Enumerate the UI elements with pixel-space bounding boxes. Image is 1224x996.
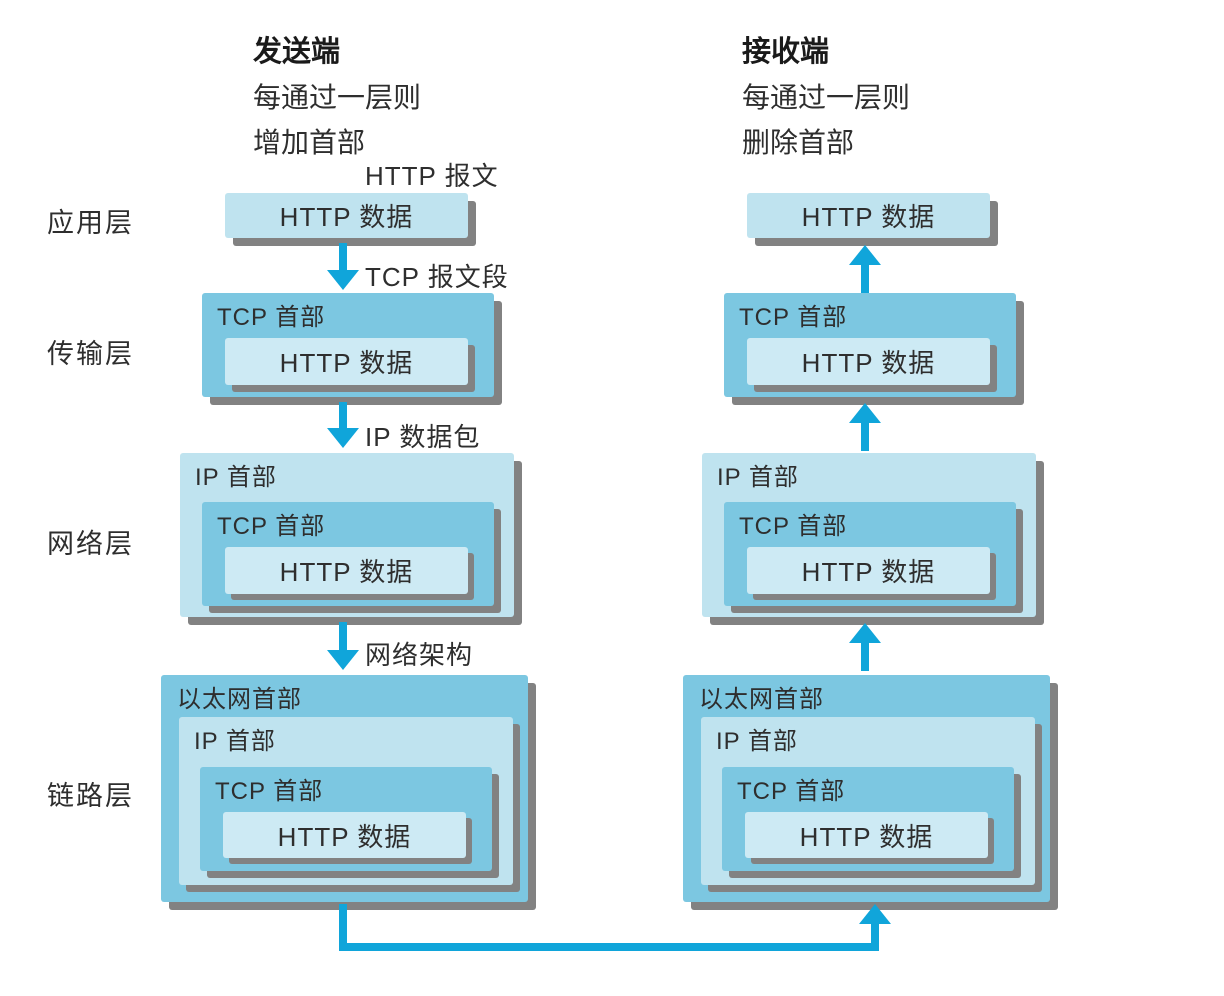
receiver-title: 接收端 — [742, 36, 830, 68]
receiver-subtitle-line1: 每通过一层则 — [742, 82, 911, 113]
sender-link-http-label: HTTP 数据 — [277, 821, 412, 852]
sender-transport-http-box: HTTP 数据 — [225, 338, 468, 385]
arrow-up-icon — [849, 623, 881, 643]
receiver-transport-tcp-box: TCP 首部 HTTP 数据 — [724, 293, 1016, 397]
sender-network-http-label: HTTP 数据 — [279, 557, 414, 587]
sender-link-ip-box: IP 首部 TCP 首部 HTTP 数据 — [179, 717, 513, 885]
sender-title: 发送端 — [253, 36, 341, 68]
arrow-shaft — [861, 264, 869, 293]
receiver-transport-tcp-label: TCP 首部 — [739, 304, 848, 331]
arrow-up-icon — [859, 904, 891, 924]
sender-link-ethernet-box: 以太网首部 IP 首部 TCP 首部 HTTP 数据 — [161, 675, 528, 902]
receiver-link-ip-box: IP 首部 TCP 首部 HTTP 数据 — [701, 717, 1035, 885]
receiver-subtitle-line2: 删除首部 — [742, 127, 855, 158]
arrow-shaft — [861, 422, 869, 451]
label-network-arch: 网络架构 — [365, 640, 474, 670]
receiver-app-http-data-box: HTTP 数据 — [747, 193, 990, 238]
layer-label-link: 链路层 — [47, 781, 134, 811]
receiver-transport-http-box: HTTP 数据 — [747, 338, 990, 385]
receiver-network-http-label: HTTP 数据 — [801, 557, 936, 587]
receiver-link-http-label: HTTP 数据 — [799, 821, 934, 852]
connector-horizontal — [339, 943, 879, 951]
sender-heading: 发送端 每通过一层则 增加首部 — [253, 30, 513, 165]
sender-network-http-box: HTTP 数据 — [225, 547, 468, 594]
sender-link-http-box: HTTP 数据 — [223, 812, 466, 858]
sender-network-tcp-box: TCP 首部 HTTP 数据 — [202, 502, 494, 606]
arrow-down-icon — [327, 650, 359, 670]
sender-app-http-data-label: HTTP 数据 — [279, 202, 414, 232]
arrow-up-icon — [849, 245, 881, 265]
layer-label-network: 网络层 — [47, 529, 134, 559]
sender-network-ip-label: IP 首部 — [195, 464, 277, 491]
arrow-shaft — [339, 402, 347, 429]
label-ip-packet: IP 数据包 — [365, 422, 481, 452]
sender-subtitle-line1: 每通过一层则 — [253, 82, 422, 113]
arrow-shaft — [861, 642, 869, 671]
arrow-shaft — [339, 243, 347, 271]
arrow-up-icon — [849, 403, 881, 423]
receiver-network-http-box: HTTP 数据 — [747, 547, 990, 594]
arrow-shaft — [339, 622, 347, 651]
receiver-network-tcp-box: TCP 首部 HTTP 数据 — [724, 502, 1016, 606]
sender-link-ip-label: IP 首部 — [194, 728, 276, 755]
sender-transport-tcp-label: TCP 首部 — [217, 304, 326, 331]
sender-link-ethernet-label: 以太网首部 — [177, 686, 302, 713]
sender-link-tcp-box: TCP 首部 HTTP 数据 — [200, 767, 492, 871]
receiver-network-tcp-label: TCP 首部 — [739, 513, 848, 540]
sender-network-tcp-label: TCP 首部 — [217, 513, 326, 540]
receiver-network-ip-label: IP 首部 — [717, 464, 799, 491]
sender-subtitle-line2: 增加首部 — [253, 127, 366, 158]
receiver-link-ethernet-box: 以太网首部 IP 首部 TCP 首部 HTTP 数据 — [683, 675, 1050, 902]
arrow-down-icon — [327, 270, 359, 290]
receiver-link-http-box: HTTP 数据 — [745, 812, 988, 858]
arrow-down-icon — [327, 428, 359, 448]
receiver-link-tcp-label: TCP 首部 — [737, 778, 846, 805]
sender-app-http-data-box: HTTP 数据 — [225, 193, 468, 238]
receiver-network-ip-box: IP 首部 TCP 首部 HTTP 数据 — [702, 453, 1036, 617]
connector-right-vertical — [871, 923, 879, 951]
label-http-message: HTTP 报文 — [365, 161, 499, 191]
receiver-app-http-data-label: HTTP 数据 — [801, 202, 936, 232]
layer-label-application: 应用层 — [47, 208, 134, 238]
sender-transport-http-label: HTTP 数据 — [279, 348, 414, 378]
receiver-link-tcp-box: TCP 首部 HTTP 数据 — [722, 767, 1014, 871]
sender-link-tcp-label: TCP 首部 — [215, 778, 324, 805]
sender-network-ip-box: IP 首部 TCP 首部 HTTP 数据 — [180, 453, 514, 617]
receiver-transport-http-label: HTTP 数据 — [801, 348, 936, 378]
layer-label-transport: 传输层 — [47, 339, 134, 369]
receiver-link-ip-label: IP 首部 — [716, 728, 798, 755]
receiver-heading: 接收端 每通过一层则 删除首部 — [742, 30, 1002, 165]
receiver-link-ethernet-label: 以太网首部 — [699, 686, 824, 713]
label-tcp-segment: TCP 报文段 — [365, 262, 509, 292]
connector-left-vertical — [339, 904, 347, 951]
sender-transport-tcp-box: TCP 首部 HTTP 数据 — [202, 293, 494, 397]
